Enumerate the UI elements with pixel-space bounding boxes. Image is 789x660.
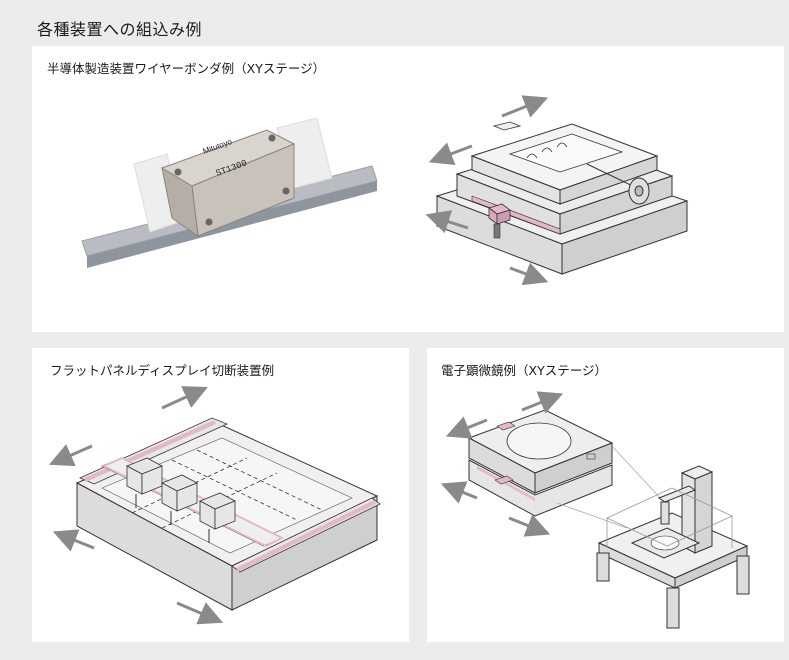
flat-panel-illustration xyxy=(49,386,381,625)
microscope-xy-stage-detail xyxy=(467,409,614,517)
panel-flat-panel: フラットパネルディスプレイ切断装置例 xyxy=(32,348,409,642)
panel-label-microscope: 電子顕微鏡例（XYステージ） xyxy=(441,363,607,378)
panel-microscope: 電子顕微鏡例（XYステージ） xyxy=(427,348,784,642)
panel-label-semiconductor: 半導体製造装置ワイヤーボンダ例（XYステージ） xyxy=(47,61,326,76)
panel-semiconductor: 半導体製造装置ワイヤーボンダ例（XYステージ） Mit xyxy=(32,46,784,332)
linear-scale-product: Mitutoyo ST1300 xyxy=(81,117,378,268)
microscope-illustration xyxy=(440,391,750,629)
page-title: 各種装置への組込み例 xyxy=(37,20,203,39)
microscope-unit xyxy=(596,465,750,629)
panel-label-flat-panel: フラットパネルディスプレイ切断装置例 xyxy=(50,363,275,378)
semiconductor-illustration: Mitutoyo ST1300 xyxy=(81,95,689,286)
xy-stage-semiconductor xyxy=(425,95,689,286)
